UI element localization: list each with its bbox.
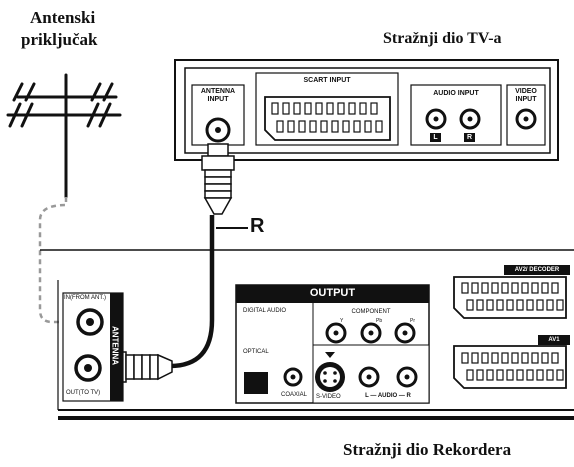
scart-pin xyxy=(276,120,284,133)
rec-comp-y-label: Y xyxy=(340,318,344,324)
antenna-title-line1: Antenski xyxy=(30,8,96,27)
scart-pin xyxy=(511,352,519,364)
recorder-scart-pins xyxy=(461,282,564,381)
cable-marker-label: R xyxy=(250,215,265,237)
scart-pin xyxy=(476,299,484,311)
scart-pin xyxy=(298,120,306,133)
tv-scart-input-label: SCART INPUT xyxy=(303,77,351,84)
scart-pin xyxy=(471,352,479,364)
tv-scart-pins xyxy=(271,102,383,133)
antenna-title-line2: priključak xyxy=(21,30,98,49)
rec-comp-pb-label: Pb xyxy=(376,318,383,324)
scart-pin xyxy=(516,299,524,311)
scart-pin xyxy=(501,352,509,364)
scart-pin xyxy=(506,299,514,311)
rec-digital-audio-label: DIGITAL AUDIO xyxy=(243,308,287,314)
rec-component-label: COMPONENT xyxy=(351,309,391,315)
rec-av1-label: AV1 xyxy=(548,337,560,343)
scart-pin xyxy=(496,299,504,311)
scart-pin xyxy=(486,299,494,311)
scart-pin xyxy=(546,369,554,381)
rec-coaxial-label: COAXIAL xyxy=(281,392,308,398)
scart-pin xyxy=(541,352,549,364)
scart-pin xyxy=(304,102,312,115)
scart-pin xyxy=(282,102,290,115)
tv-rear-title: Stražnji dio TV-a xyxy=(383,30,502,47)
tv-audio-input-label: AUDIO INPUT xyxy=(433,90,479,97)
antenna-dashed-cable xyxy=(38,197,70,324)
scart-pin xyxy=(521,352,529,364)
scart-pin xyxy=(461,352,469,364)
scart-pin xyxy=(521,282,529,294)
scart-pin xyxy=(496,369,504,381)
scart-pin xyxy=(541,282,549,294)
antenna-icon xyxy=(6,73,122,199)
scart-pin xyxy=(320,120,328,133)
tv-audio-left-label: L xyxy=(433,134,438,141)
scart-pin xyxy=(526,369,534,381)
rec-svideo-label: S-VIDEO xyxy=(316,394,341,400)
scart-pin xyxy=(511,282,519,294)
scart-pin xyxy=(359,102,367,115)
rec-output-label: OUTPUT xyxy=(309,287,356,299)
rec-av2-decoder-label: AV2/ DECODER xyxy=(514,267,560,273)
rec-in-from-ant-label: IN(FROM ANT.) xyxy=(64,295,106,301)
scart-pin xyxy=(466,299,474,311)
scart-pin xyxy=(481,352,489,364)
scart-pin xyxy=(556,299,564,311)
scart-pin xyxy=(364,120,372,133)
rec-comp-pr-label: Pr xyxy=(410,318,415,324)
rec-audio-row-label: L — AUDIO — R xyxy=(365,393,411,399)
scart-pin xyxy=(556,369,564,381)
scart-pin xyxy=(315,102,323,115)
scart-pin xyxy=(526,299,534,311)
scart-pin xyxy=(531,352,539,364)
scart-pin xyxy=(491,352,499,364)
scart-pin xyxy=(491,282,499,294)
scart-pin xyxy=(471,282,479,294)
tv-rear-panel xyxy=(174,59,559,161)
rec-out-to-tv-label: OUT(TO TV) xyxy=(66,390,101,396)
scart-pin xyxy=(337,102,345,115)
rec-antenna-label: ANTENNA xyxy=(110,325,120,366)
scart-pin xyxy=(353,120,361,133)
scart-pin xyxy=(375,120,383,133)
scart-pin xyxy=(287,120,295,133)
recorder-rear-title: Stražnji dio Rekordera xyxy=(343,440,512,459)
scart-pin xyxy=(506,369,514,381)
scart-pin xyxy=(551,282,559,294)
scart-pin xyxy=(331,120,339,133)
scart-pin xyxy=(481,282,489,294)
scart-pin xyxy=(516,369,524,381)
scart-pin xyxy=(309,120,317,133)
scart-pin xyxy=(536,369,544,381)
scart-pin xyxy=(486,369,494,381)
scart-pin xyxy=(536,299,544,311)
rec-optical-label: OPTICAL xyxy=(243,349,269,355)
recorder-antenna-block xyxy=(62,292,124,402)
tv-audio-right-label: R xyxy=(466,134,473,141)
scart-pin xyxy=(546,299,554,311)
scart-pin xyxy=(531,282,539,294)
scart-pin xyxy=(476,369,484,381)
output-block xyxy=(235,284,430,404)
rf-cable xyxy=(97,143,235,383)
scart-pin xyxy=(326,102,334,115)
scart-pin xyxy=(466,369,474,381)
scart-pin xyxy=(501,282,509,294)
scart-pin xyxy=(271,102,279,115)
scart-pin xyxy=(348,102,356,115)
scart-pin xyxy=(551,352,559,364)
scart-pin xyxy=(370,102,378,115)
scart-pin xyxy=(461,282,469,294)
scart-pin xyxy=(342,120,350,133)
scart-pin xyxy=(293,102,301,115)
